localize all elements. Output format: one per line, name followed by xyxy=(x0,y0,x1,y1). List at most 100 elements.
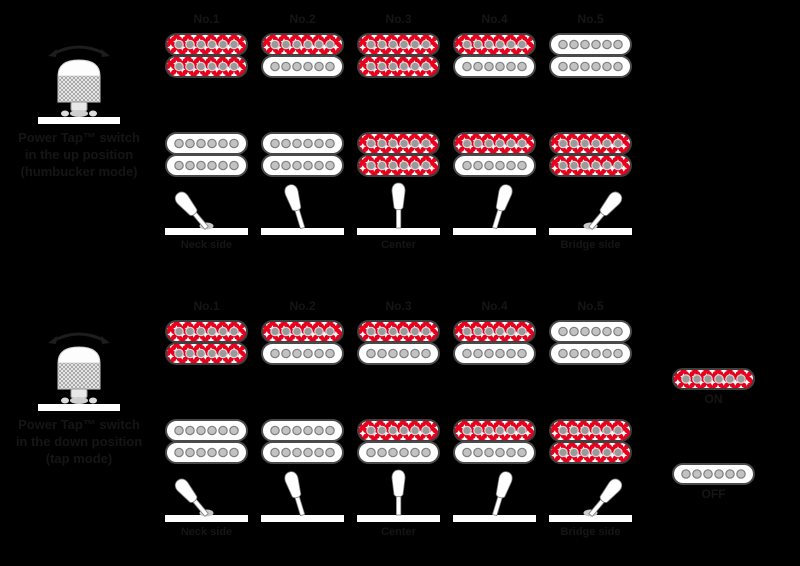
knob-caption-line: (tap mode) xyxy=(45,451,113,466)
selector-lever xyxy=(284,184,306,230)
pickup-coil-inactive xyxy=(165,132,248,155)
selector-switch xyxy=(165,191,248,235)
lever-switch-graphic xyxy=(165,469,248,527)
selector-switch xyxy=(453,471,536,522)
selector-lever xyxy=(491,184,513,230)
neck-humbucker xyxy=(357,33,440,78)
pickup-coil-active xyxy=(165,342,248,365)
lever-switch-graphic xyxy=(165,182,248,240)
selector-lever xyxy=(284,471,306,517)
control-knob xyxy=(38,59,120,124)
legend-off-label: OFF xyxy=(701,487,726,501)
bridge-humbucker xyxy=(261,419,344,464)
neck-humbucker xyxy=(165,33,248,78)
selector-switch xyxy=(549,191,632,235)
neck-humbucker xyxy=(261,320,344,365)
neck-humbucker xyxy=(357,320,440,365)
pickup-coil-inactive xyxy=(261,419,344,442)
legend-active-pickup xyxy=(672,368,755,395)
pickup-coil-active xyxy=(357,132,440,155)
position-number-label: No.1 xyxy=(193,299,220,313)
bridge-humbucker xyxy=(549,419,632,464)
lever-switch-graphic xyxy=(357,469,440,527)
lever-switch-graphic xyxy=(549,182,632,240)
position-number-label: No.4 xyxy=(481,299,508,313)
bridge-humbucker xyxy=(165,132,248,177)
pickup-coil-inactive xyxy=(453,154,536,177)
position-number-label: No.2 xyxy=(289,299,316,313)
pickup-coil-active xyxy=(165,33,248,56)
pickup-coil-inactive xyxy=(261,132,344,155)
selector-lever xyxy=(391,469,406,516)
selector-switch xyxy=(357,469,440,522)
knob-caption-line: Power Tap™ switch xyxy=(18,417,140,432)
neck-humbucker xyxy=(453,320,536,365)
pickup-coil-inactive xyxy=(261,55,344,78)
bridge-humbucker xyxy=(357,419,440,464)
pickup-coil-active xyxy=(261,33,344,56)
switch-side-label: Bridge side xyxy=(560,526,621,538)
pickup-coil-inactive xyxy=(549,342,632,365)
knob-caption-line: in the down position xyxy=(15,434,143,449)
bridge-humbucker xyxy=(453,132,536,177)
pickup-coil-active xyxy=(549,132,632,155)
pickup-coil-active xyxy=(165,320,248,343)
pickup-coil-inactive xyxy=(357,342,440,365)
legend-on-label: ON xyxy=(704,392,723,406)
switch-side-label: Bridge side xyxy=(560,239,621,251)
pickup-coil-active xyxy=(549,441,632,464)
pickup-coil-inactive xyxy=(549,33,632,56)
knob-caption-line: in the up position xyxy=(24,147,134,162)
selector-lever xyxy=(588,478,623,518)
selector-lever xyxy=(491,471,513,517)
pickup-coil-inactive xyxy=(453,55,536,78)
position-number-label: No.3 xyxy=(385,12,412,26)
neck-humbucker xyxy=(549,33,632,78)
selector-lever xyxy=(174,191,209,230)
pickup-coil-active xyxy=(357,55,440,78)
lever-switch-graphic xyxy=(261,182,344,240)
position-number-label: No.3 xyxy=(385,299,412,313)
pickup-coil-inactive xyxy=(453,441,536,464)
position-number-label: No.4 xyxy=(481,12,508,26)
pickup-coil-active xyxy=(672,368,755,390)
switch-side-label: Neck side xyxy=(180,526,233,538)
knob-rotate-arrow-icon xyxy=(48,332,110,344)
selector-lever xyxy=(391,182,406,229)
control-knob xyxy=(38,346,120,411)
pickup-coil-inactive xyxy=(165,154,248,177)
pickup-coil-inactive xyxy=(261,154,344,177)
pickup-coil-inactive xyxy=(165,419,248,442)
pickup-coil-inactive xyxy=(165,441,248,464)
switch-side-label: Center xyxy=(381,526,416,538)
selector-switch xyxy=(549,478,632,522)
bridge-humbucker xyxy=(165,419,248,464)
switch-side-label: Neck side xyxy=(180,239,233,251)
pickup-coil-inactive xyxy=(549,320,632,343)
pickup-coil-inactive xyxy=(261,342,344,365)
knob-caption: Power Tap™ switch in the down position (… xyxy=(4,416,154,467)
position-number-label: No.5 xyxy=(577,12,604,26)
pickup-coil-inactive xyxy=(357,441,440,464)
selector-lever xyxy=(174,478,209,517)
knob-caption-line: (humbucker mode) xyxy=(20,164,138,179)
pickup-coil-active xyxy=(357,154,440,177)
neck-humbucker xyxy=(453,33,536,78)
neck-humbucker xyxy=(549,320,632,365)
selector-switch xyxy=(261,471,344,522)
knob-rotate-arrow-icon xyxy=(48,45,110,57)
pickup-coil-active xyxy=(357,320,440,343)
lever-switch-graphic xyxy=(357,182,440,240)
lever-switch-graphic xyxy=(549,469,632,527)
pickup-coil-inactive xyxy=(453,342,536,365)
neck-humbucker xyxy=(165,320,248,365)
bridge-humbucker xyxy=(453,419,536,464)
selector-switch xyxy=(453,184,536,235)
pickup-coil-active xyxy=(549,419,632,442)
pickup-coil-active xyxy=(165,55,248,78)
switch-side-label: Center xyxy=(381,239,416,251)
selector-switch xyxy=(357,182,440,235)
pickup-coil-active xyxy=(453,320,536,343)
pickup-coil-active xyxy=(357,419,440,442)
